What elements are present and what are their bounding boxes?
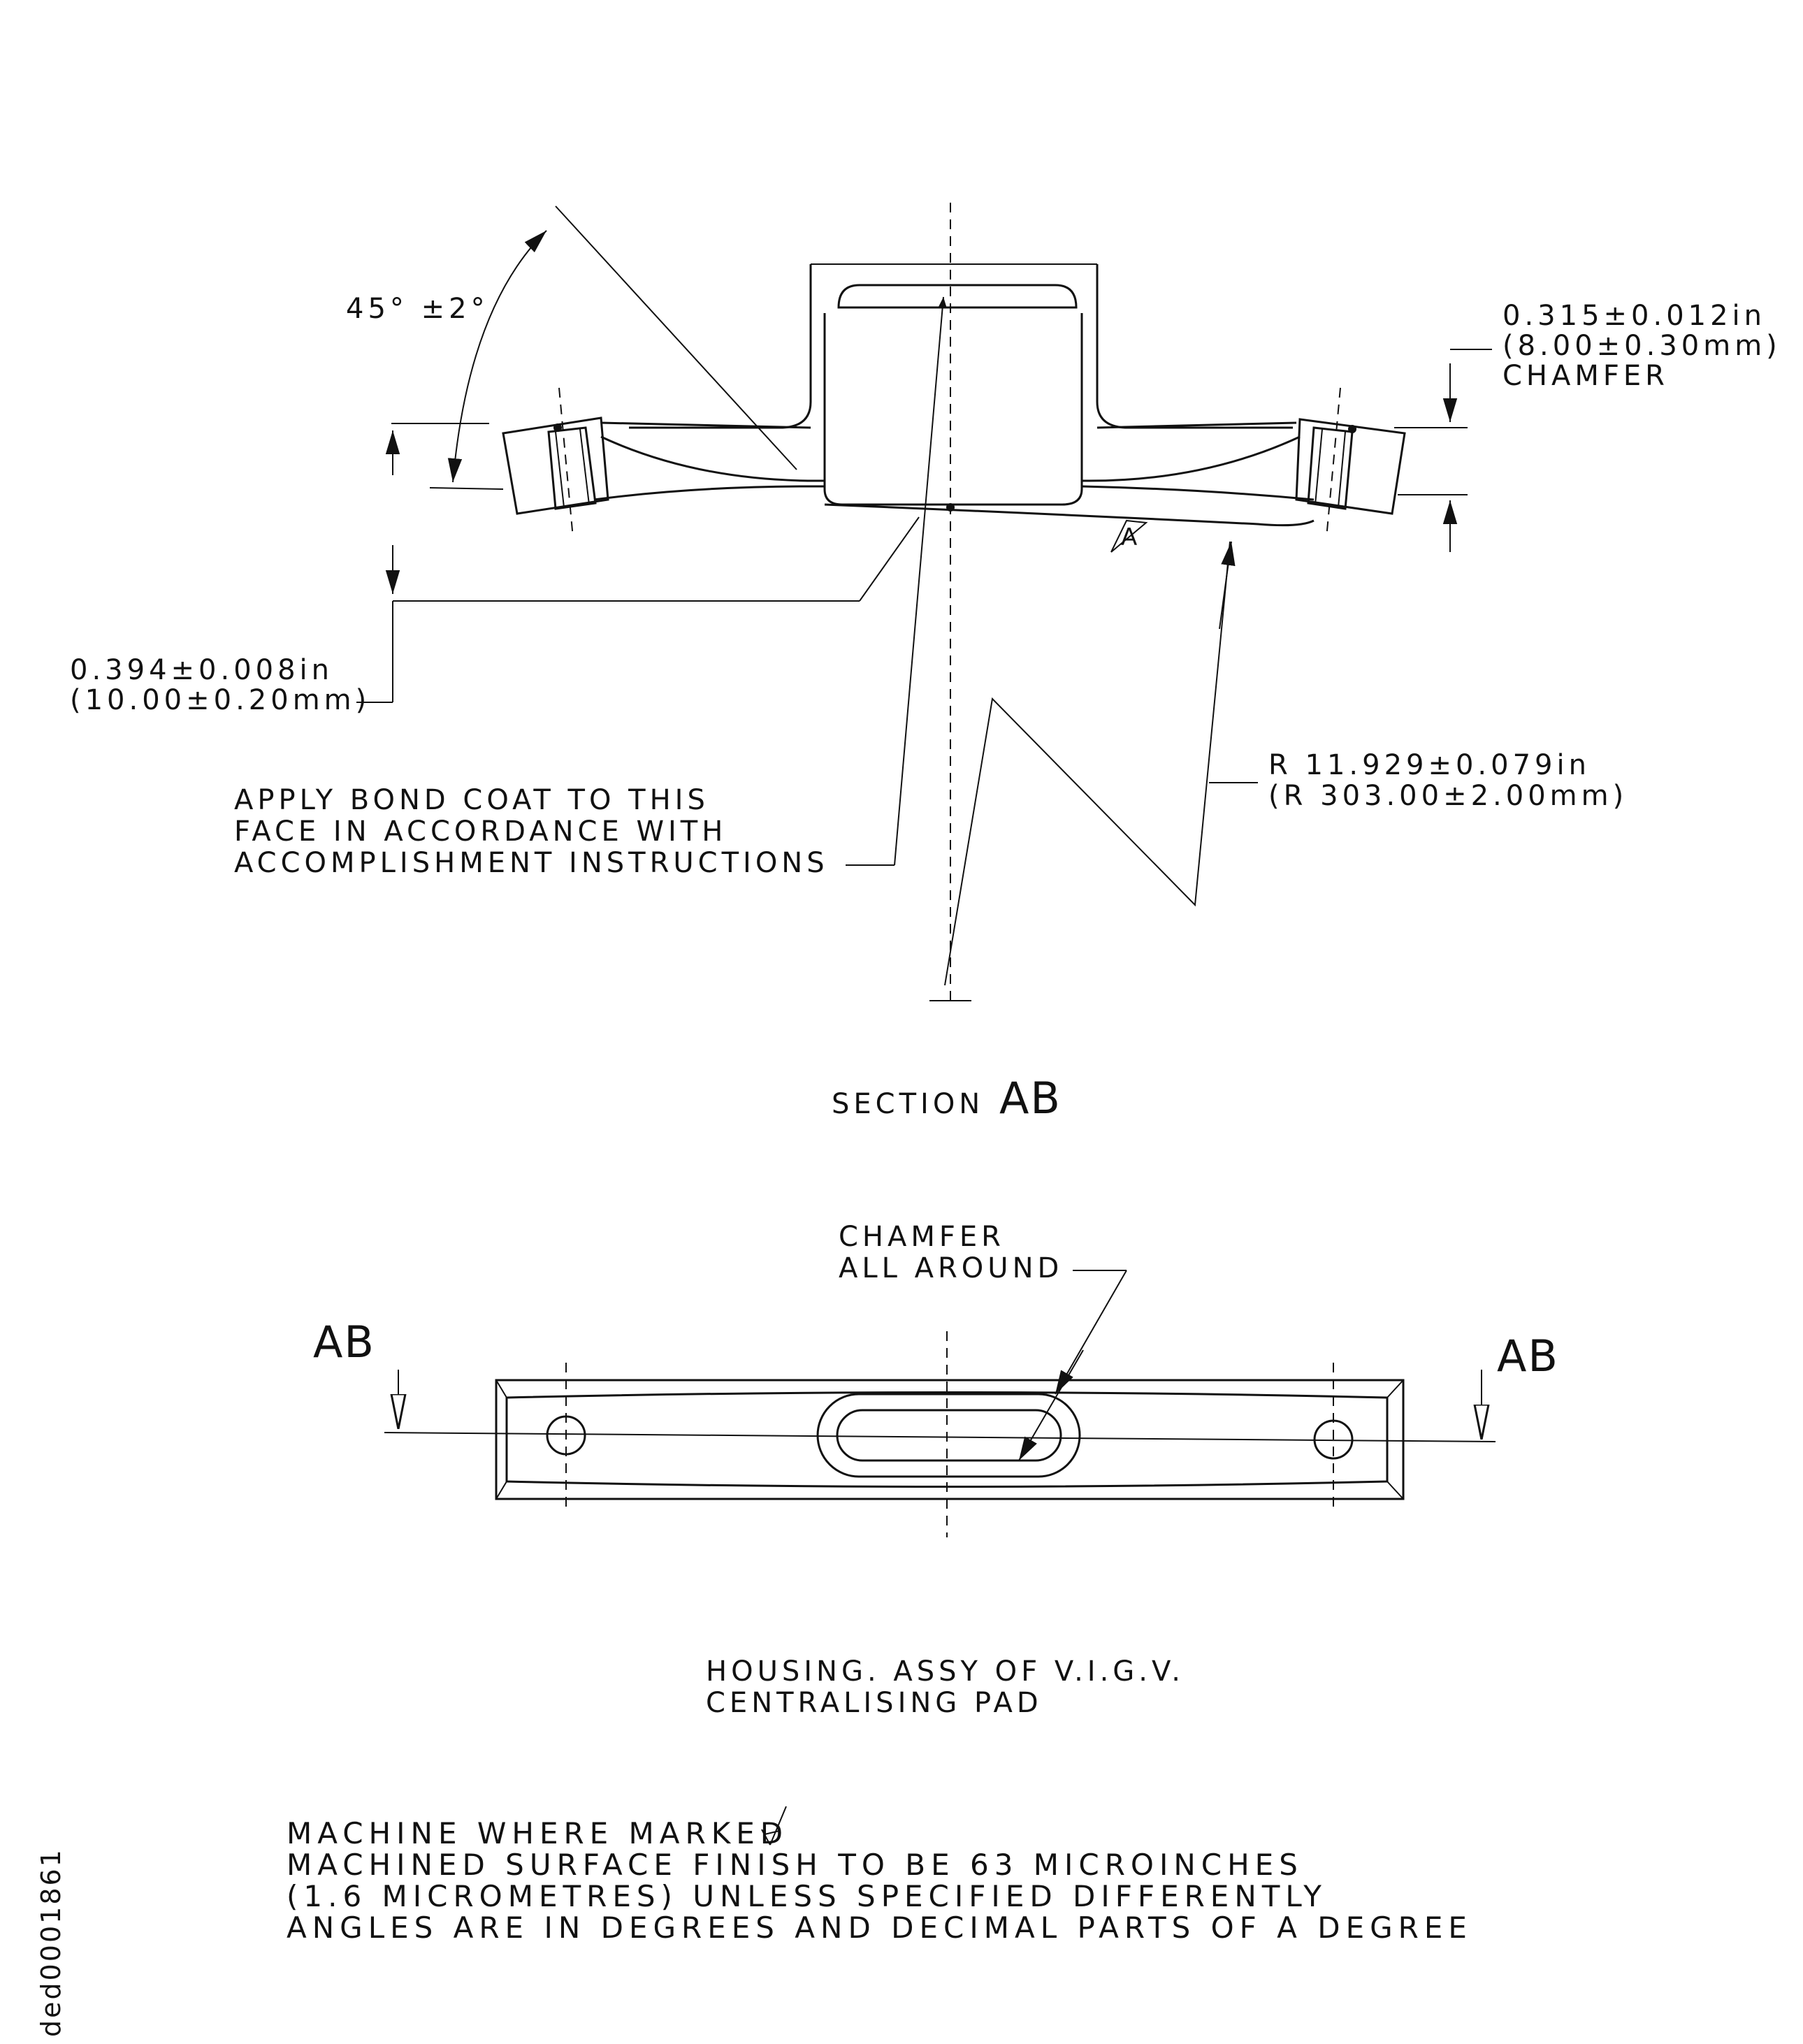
chamfer-word: CHAMFER bbox=[1502, 360, 1669, 392]
thickness-dimension: 0.394±0.008in (10.00±0.20mm) bbox=[70, 430, 920, 716]
section-title: SECTION AB bbox=[832, 1073, 1062, 1124]
chamfer-dimension: 0.315±0.012in (8.00±0.30mm) CHAMFER bbox=[1442, 300, 1781, 552]
note-line1: MACHINE WHERE MARKED bbox=[287, 1816, 788, 1850]
note-line2: MACHINED SURFACE FINISH TO BE 63 MICROIN… bbox=[287, 1848, 1303, 1882]
pad-outline bbox=[495, 1379, 1405, 1500]
center-slot bbox=[816, 1393, 1081, 1478]
cut-label-right: AB bbox=[1497, 1331, 1559, 1382]
cut-label-left: AB bbox=[313, 1317, 375, 1368]
datum-a: A bbox=[1121, 523, 1141, 551]
pad-web bbox=[593, 421, 1315, 527]
left-end-block bbox=[502, 387, 609, 539]
section-letters: AB bbox=[999, 1073, 1062, 1124]
plan-view: AB AB CHAMFER ALL AROUND bbox=[313, 1221, 1559, 1537]
bond-note-line1: APPLY BOND COAT TO THIS bbox=[234, 784, 709, 816]
thickness-mm: (10.00±0.20mm) bbox=[70, 684, 370, 716]
bond-note-line2: FACE IN ACCORDANCE WITH bbox=[234, 816, 727, 848]
chamfer-all-around-note: CHAMFER ALL AROUND bbox=[839, 1221, 1127, 1461]
chamfer-note-line2: ALL AROUND bbox=[839, 1252, 1063, 1284]
radius-dimension: R 11.929±0.079in (R 303.00±2.00mm) bbox=[944, 541, 1628, 986]
machine-symbol bbox=[761, 1806, 787, 1846]
section-prefix: SECTION bbox=[832, 1088, 984, 1120]
drawing-title: HOUSING. ASSY OF V.I.G.V. CENTRALISING P… bbox=[706, 1655, 1185, 1719]
right-end-block bbox=[1295, 387, 1406, 539]
title-line1: HOUSING. ASSY OF V.I.G.V. bbox=[706, 1655, 1185, 1688]
bond-coat-note: APPLY BOND COAT TO THIS FACE IN ACCORDAN… bbox=[234, 296, 947, 879]
bond-note-line3: ACCOMPLISHMENT INSTRUCTIONS bbox=[234, 847, 829, 879]
angle-dimension: 45° ±2° bbox=[346, 205, 797, 483]
general-notes: MACHINE WHERE MARKED MACHINED SURFACE FI… bbox=[287, 1806, 1472, 1945]
note-line3: (1.6 MICROMETRES) UNLESS SPECIFIED DIFFE… bbox=[287, 1879, 1327, 1913]
chamfer-in: 0.315±0.012in bbox=[1502, 300, 1766, 332]
note-line4: ANGLES ARE IN DEGREES AND DECIMAL PARTS … bbox=[287, 1911, 1472, 1945]
title-line2: CENTRALISING PAD bbox=[706, 1687, 1043, 1719]
central-boss bbox=[629, 263, 1293, 512]
chamfer-mm: (8.00±0.30mm) bbox=[1502, 330, 1781, 362]
radius-mm: (R 303.00±2.00mm) bbox=[1268, 780, 1628, 812]
left-bolt-hole bbox=[546, 1415, 586, 1456]
chamfer-note-line1: CHAMFER bbox=[839, 1221, 1005, 1253]
document-id-block: ded0001861 bbox=[29, 1817, 71, 2041]
angle-label: 45° ±2° bbox=[346, 293, 489, 325]
document-id: ded0001861 bbox=[36, 1848, 66, 2037]
thickness-in: 0.394±0.008in bbox=[70, 654, 333, 686]
section-ab-view: 45° ±2° 0.394±0.008in (10.00±0.20mm) 0.3… bbox=[70, 203, 1781, 1124]
radius-in: R 11.929±0.079in bbox=[1268, 749, 1591, 781]
